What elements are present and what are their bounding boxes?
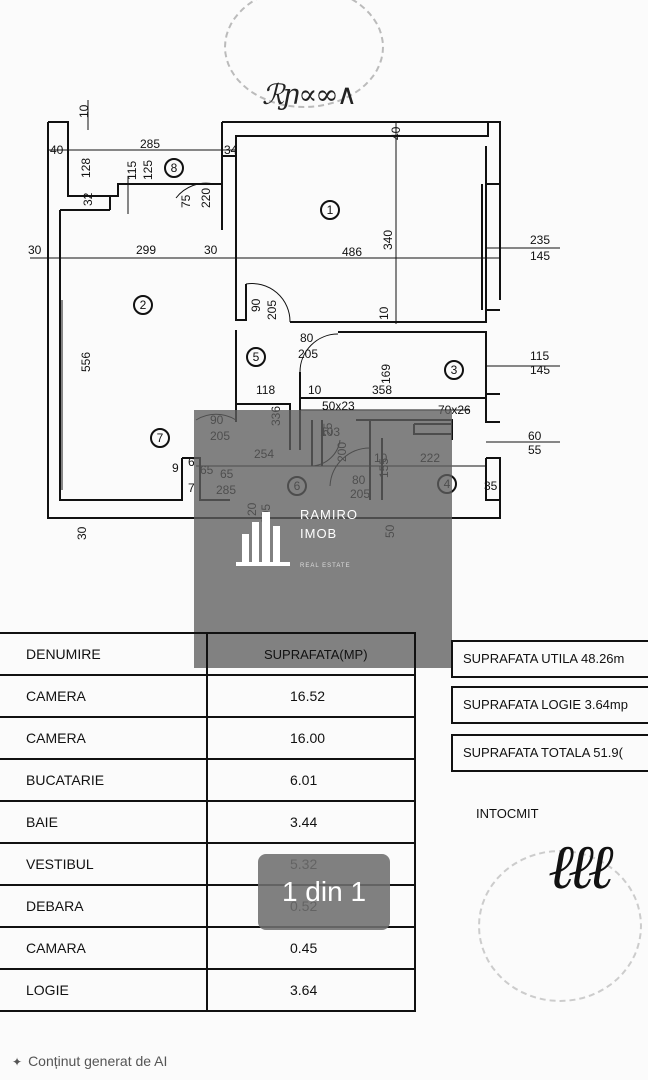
svg-text:30: 30 bbox=[75, 526, 89, 540]
svg-text:60: 60 bbox=[528, 429, 542, 443]
svg-text:205: 205 bbox=[298, 347, 318, 361]
room-7-label: 7 bbox=[157, 431, 164, 445]
svg-text:285: 285 bbox=[140, 137, 160, 151]
page-counter-badge: 1 din 1 bbox=[258, 854, 390, 930]
room-1-label: 1 bbox=[327, 203, 334, 217]
svg-text:128: 128 bbox=[79, 158, 93, 178]
room-marker-7 bbox=[150, 428, 170, 448]
svg-text:118: 118 bbox=[256, 383, 275, 397]
svg-text:115: 115 bbox=[530, 349, 549, 363]
table-header-row: DENUMIRE SUPRAFATA(MP) bbox=[0, 632, 416, 676]
room-marker-8 bbox=[164, 158, 184, 178]
svg-text:6: 6 bbox=[188, 455, 195, 469]
svg-text:35: 35 bbox=[484, 479, 498, 493]
top-signature: ℛɲ∝∞∧ bbox=[262, 78, 357, 111]
svg-text:30: 30 bbox=[204, 243, 218, 257]
room-2-label: 2 bbox=[140, 298, 147, 312]
svg-text:50x23: 50x23 bbox=[322, 399, 355, 413]
summary-logie: SUPRAFATA LOGIE 3.64mp bbox=[451, 686, 648, 724]
svg-text:556: 556 bbox=[79, 352, 93, 372]
svg-text:10: 10 bbox=[308, 383, 322, 397]
svg-text:205: 205 bbox=[265, 300, 279, 320]
watermark-tagline: REAL ESTATE bbox=[300, 563, 351, 569]
room-8-label: 8 bbox=[171, 161, 178, 175]
room-3-label: 3 bbox=[451, 363, 458, 377]
svg-text:34: 34 bbox=[224, 143, 238, 157]
svg-text:30: 30 bbox=[28, 243, 42, 257]
svg-text:115: 115 bbox=[125, 161, 139, 180]
svg-text:32: 32 bbox=[81, 192, 95, 206]
summary-utila: SUPRAFATA UTILA 48.26m bbox=[451, 640, 648, 678]
watermark-brand-sub: IMOB bbox=[300, 526, 338, 541]
svg-text:235: 235 bbox=[530, 233, 550, 247]
watermark-brand: RAMIRO bbox=[300, 507, 358, 522]
svg-text:145: 145 bbox=[530, 363, 550, 377]
room-5-label: 5 bbox=[253, 350, 260, 364]
intocmit-label: INTOCMIT bbox=[476, 806, 539, 821]
room-marker-2 bbox=[133, 295, 153, 315]
svg-text:145: 145 bbox=[530, 249, 550, 263]
svg-text:9: 9 bbox=[172, 461, 179, 475]
svg-text:125: 125 bbox=[141, 160, 155, 180]
top-stamp bbox=[224, 0, 384, 108]
summary-totala: SUPRAFATA TOTALA 51.9( bbox=[451, 734, 648, 772]
svg-text:75: 75 bbox=[179, 194, 193, 208]
room-marker-3 bbox=[444, 360, 464, 380]
svg-text:10: 10 bbox=[377, 306, 391, 320]
ai-generated-note: ✦Conținut generat de AI bbox=[12, 1053, 168, 1069]
watermark-logo-icon bbox=[236, 512, 290, 566]
svg-text:40: 40 bbox=[389, 126, 403, 140]
room-marker-1 bbox=[320, 200, 340, 220]
table-header-name: DENUMIRE bbox=[0, 632, 208, 676]
svg-text:169: 169 bbox=[379, 364, 393, 384]
svg-text:90: 90 bbox=[249, 298, 263, 312]
svg-text:299: 299 bbox=[136, 243, 156, 257]
svg-text:40: 40 bbox=[50, 143, 64, 157]
svg-text:340: 340 bbox=[381, 230, 395, 250]
bottom-signature: ℓℓℓ bbox=[548, 830, 614, 903]
svg-text:486: 486 bbox=[342, 245, 362, 259]
svg-text:80: 80 bbox=[300, 331, 314, 345]
table-header-area: SUPRAFATA(MP) bbox=[206, 632, 416, 676]
room-marker-5 bbox=[246, 347, 266, 367]
svg-text:7: 7 bbox=[188, 481, 195, 495]
watermark-overlay bbox=[194, 410, 452, 668]
sparkle-icon: ✦ bbox=[12, 1055, 23, 1069]
svg-text:220: 220 bbox=[199, 188, 213, 208]
bottom-stamp bbox=[478, 850, 642, 1002]
svg-text:10: 10 bbox=[77, 104, 91, 118]
svg-text:358: 358 bbox=[372, 383, 392, 397]
svg-text:55: 55 bbox=[528, 443, 542, 457]
